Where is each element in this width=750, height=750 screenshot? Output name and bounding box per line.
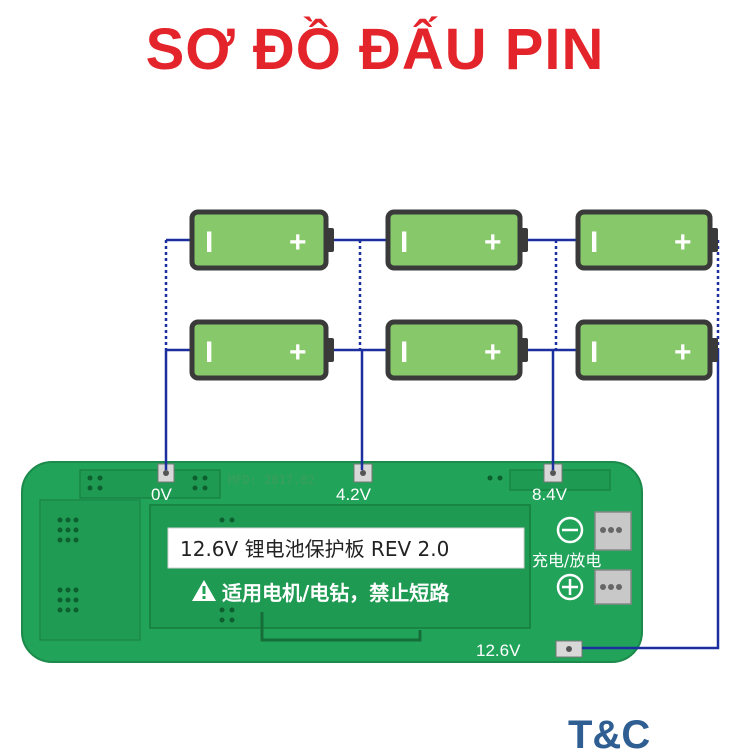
board-title-text: 12.6V 锂电池保护板 REV 2.0 bbox=[180, 537, 449, 561]
brand-logo: T&C bbox=[568, 713, 650, 750]
cell-plus-label: + bbox=[674, 336, 692, 369]
wires bbox=[164, 238, 720, 650]
output-pad-plus bbox=[594, 569, 632, 605]
protection-board: MFD: 2017.02 12.6V 锂电池保护板 REV 2.0 适用电机/电… bbox=[21, 461, 643, 663]
battery-cell: I + bbox=[189, 209, 334, 271]
battery-cell: I + bbox=[575, 209, 718, 271]
cell-minus-label: I bbox=[400, 336, 408, 369]
cell-plus-label: + bbox=[484, 336, 502, 369]
battery-cell: I + bbox=[385, 209, 528, 271]
cell-minus-label: I bbox=[400, 226, 408, 259]
cell-plus-label: + bbox=[674, 226, 692, 259]
cell-plus-label: + bbox=[289, 226, 307, 259]
pad-label-8v4: 8.4V bbox=[532, 485, 568, 504]
cell-minus-label: I bbox=[205, 336, 213, 369]
minus-symbol-icon bbox=[556, 516, 584, 544]
cell-minus-label: I bbox=[590, 336, 598, 369]
output-pad-minus bbox=[594, 511, 632, 551]
diagram-title: SƠ ĐỒ ĐẤU PIN bbox=[145, 17, 605, 82]
plus-symbol-icon bbox=[556, 573, 584, 601]
pad-12v6 bbox=[555, 640, 583, 658]
cell-minus-label: I bbox=[590, 226, 598, 259]
mfd-label: MFD: 2017.02 bbox=[228, 473, 315, 487]
cell-plus-label: + bbox=[484, 226, 502, 259]
pad-label-4v2: 4.2V bbox=[336, 485, 372, 504]
warning-triangle-icon bbox=[192, 580, 216, 601]
pad-label-0v: 0V bbox=[151, 485, 172, 504]
battery-cell: I + bbox=[189, 319, 334, 381]
cell-minus-label: I bbox=[205, 226, 213, 259]
board-warning-text: 适用电机/电钻，禁止短路 bbox=[222, 581, 450, 605]
cell-plus-label: + bbox=[289, 336, 307, 369]
charge-discharge-label: 充电/放电 bbox=[532, 551, 601, 570]
battery-cell: I + bbox=[575, 319, 718, 381]
pad-label-12v6: 12.6V bbox=[476, 641, 521, 660]
battery-cell: I + bbox=[385, 319, 528, 381]
via-dots bbox=[57, 475, 503, 623]
